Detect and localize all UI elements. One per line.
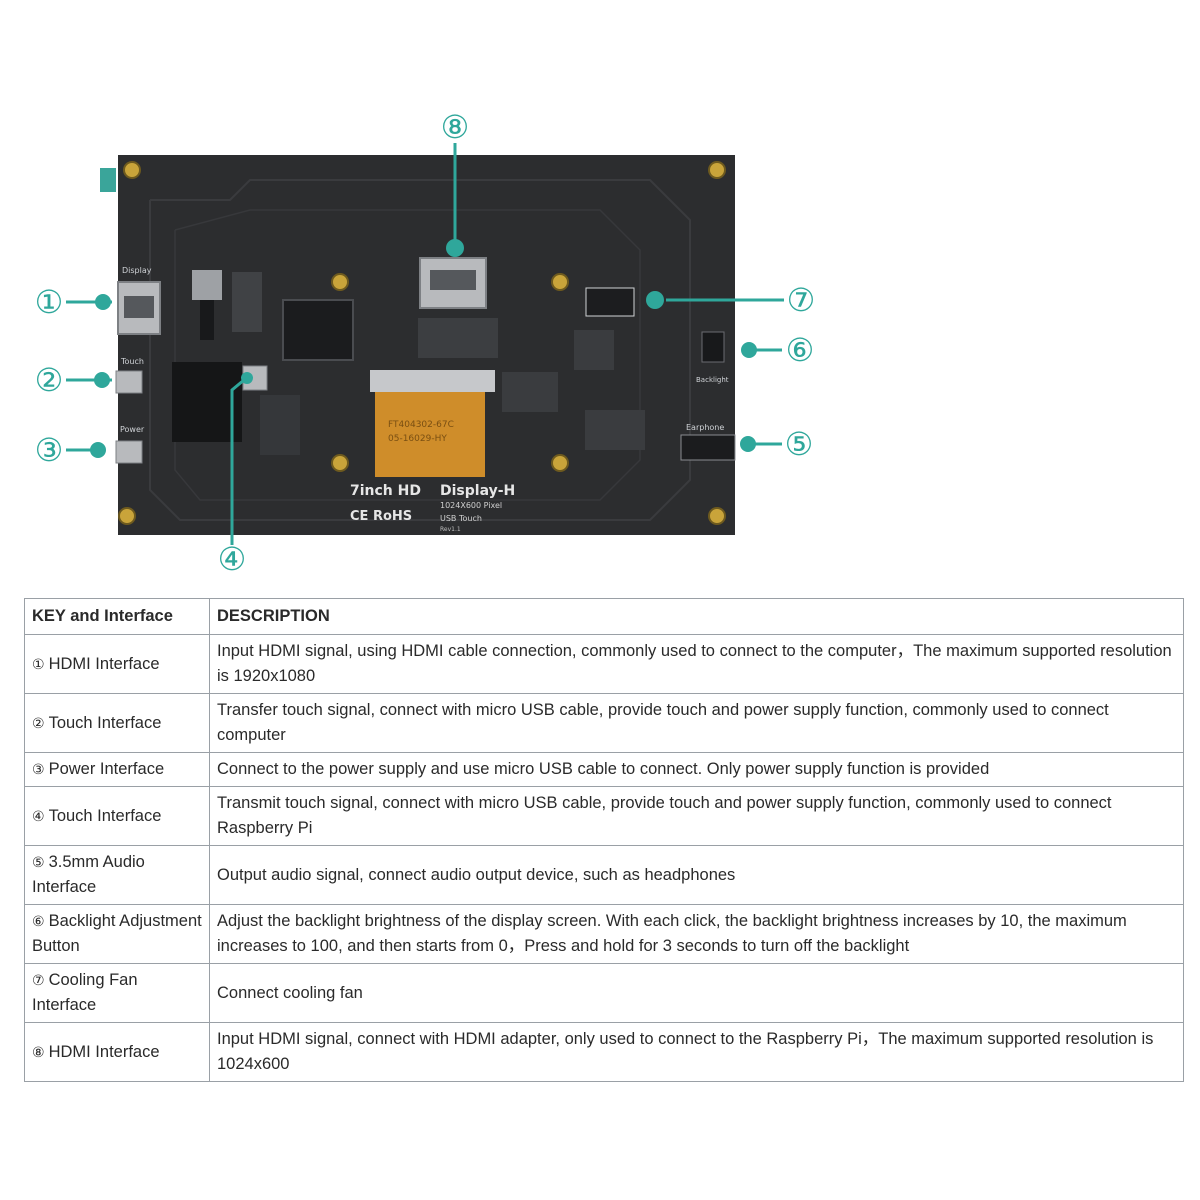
micro-usb-power-port: [115, 440, 143, 464]
row-key-label: Backlight Adjustment Button: [32, 912, 202, 955]
header-description: DESCRIPTION: [209, 598, 1184, 635]
usb-touch-text: USB Touch: [440, 514, 482, 523]
row-key-label: Cooling Fan Interface: [32, 971, 138, 1014]
fan-connector: [585, 287, 635, 317]
micro-usb-touch-port: [115, 370, 143, 394]
board-illustration: Display Touch Power FT404302-67C 05-1602…: [35, 108, 816, 578]
row-number: ④: [32, 807, 45, 824]
ribbon-tab: [100, 168, 116, 192]
mounting-holes: [118, 161, 726, 525]
callout-4: ④: [218, 540, 247, 578]
row-number: ⑧: [32, 1043, 45, 1060]
table-header-row: KEY and Interface DESCRIPTION: [24, 598, 1184, 635]
fpc-text-2: 05-16029-HY: [388, 434, 447, 444]
row-number: ⑤: [32, 854, 45, 870]
shield-area: [172, 362, 242, 442]
row-description: Connect cooling fan: [209, 963, 1184, 1023]
pcb-trace: [174, 209, 641, 501]
main-ic-chip: [282, 299, 354, 361]
callout-5: ⑤: [785, 425, 814, 463]
switch-component: [192, 270, 222, 300]
header-key: KEY and Interface: [24, 598, 210, 635]
earphone-jack: [680, 434, 736, 461]
row-key-label: HDMI Interface: [48, 1042, 160, 1061]
power-label: Power: [120, 425, 145, 434]
earphone-label: Earphone: [686, 423, 724, 432]
row-description: Transfer touch signal, connect with micr…: [209, 693, 1184, 753]
callout-7: ⑦: [787, 281, 816, 319]
row-description: Output audio signal, connect audio outpu…: [209, 845, 1184, 905]
board-figure: Display Touch Power FT404302-67C 05-1602…: [0, 0, 1200, 590]
callout-8: ⑧: [441, 108, 470, 146]
touch-label: Touch: [120, 357, 144, 366]
row-description: Adjust the backlight brightness of the d…: [209, 904, 1184, 964]
row-number: ①: [32, 655, 45, 672]
row-key-label: HDMI Interface: [48, 654, 160, 673]
callout-3: ③: [35, 431, 64, 469]
callout-2: ②: [35, 361, 64, 399]
display-label: Display: [122, 266, 152, 275]
row-description: Transmit touch signal, connect with micr…: [209, 786, 1184, 846]
pcb-trace: [149, 179, 691, 521]
rev-text: Rev1.1: [440, 526, 461, 533]
resolution-text: 1024X600 Pixel: [440, 501, 502, 510]
backlight-button: [701, 331, 725, 363]
row-number: ⑥: [32, 913, 45, 929]
fpc-ribbon: [375, 392, 485, 477]
row-key-label: Touch Interface: [48, 806, 162, 825]
row-key-label: 3.5mm Audio Interface: [32, 853, 145, 896]
row-number: ⑦: [32, 972, 45, 988]
callout-6: ⑥: [786, 331, 815, 369]
product-text: Display-H: [440, 483, 515, 499]
callout-dots: [90, 239, 757, 458]
callout-1: ①: [35, 283, 64, 321]
fpc-text-1: FT404302-67C: [388, 420, 454, 430]
backlight-label: Backlight: [696, 376, 729, 384]
row-number: ②: [32, 714, 45, 731]
row-description: Input HDMI signal, connect with HDMI ada…: [209, 1022, 1184, 1082]
fpc-connector: [370, 370, 495, 392]
row-key-label: Power Interface: [48, 760, 165, 778]
row-key-label: Touch Interface: [48, 713, 162, 732]
cert-text: CE RoHS: [350, 509, 412, 524]
model-text: 7inch HD: [350, 483, 421, 499]
row-description: Connect to the power supply and use micr…: [209, 752, 1184, 787]
row-number: ③: [32, 761, 45, 777]
row-description: Input HDMI signal, using HDMI cable conn…: [209, 634, 1184, 694]
